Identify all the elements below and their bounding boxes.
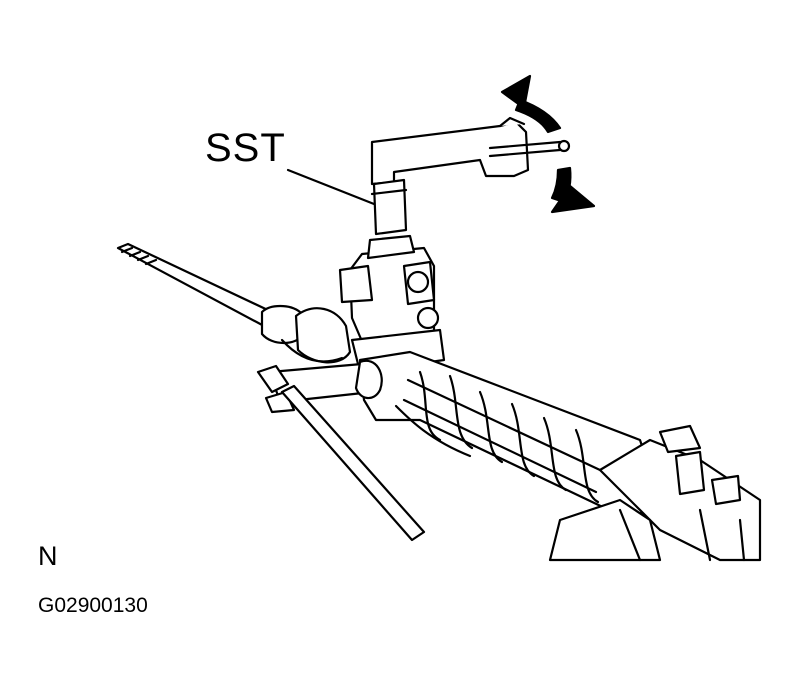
sst-label: SST [205, 126, 286, 170]
rotation-arrow-icon [500, 74, 596, 214]
sst-tool [370, 116, 571, 236]
mounting-bracket [548, 424, 762, 562]
valve-housing [338, 234, 446, 374]
left-tie-rod [116, 242, 352, 364]
figure-code: G02900130 [38, 594, 148, 617]
sst-leader-line [286, 168, 376, 206]
orientation-label: N [38, 541, 58, 571]
support-bar [280, 384, 426, 542]
rack-end [256, 359, 383, 414]
rack-housing [358, 350, 662, 522]
